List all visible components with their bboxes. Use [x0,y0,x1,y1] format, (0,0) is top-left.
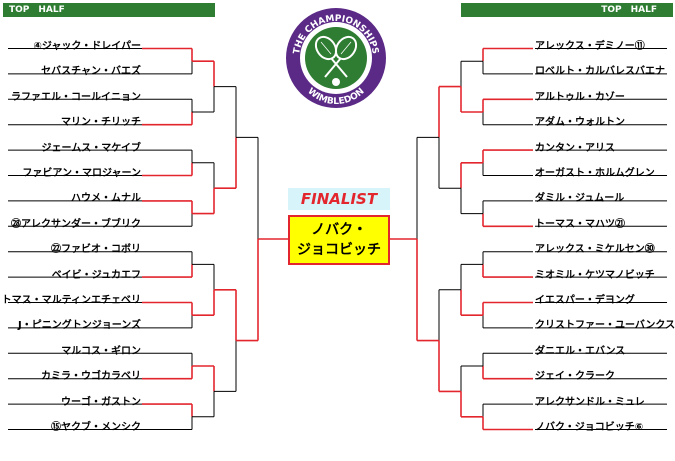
right-player-6: オーガスト・ホルムグレン [535,168,655,179]
right-player-7: ダミル・ジュムール [535,193,625,205]
left-player-4: マリン・チリッチ [61,117,141,129]
right-player-13: ダニエル・エバンス [535,345,626,357]
crossed-rackets-icon [314,35,358,78]
ball-icon [332,78,340,86]
left-player-5: ジェームス・マケイブ [41,142,142,154]
left-player-14: カミラ・ウゴカラベリ [41,371,141,383]
finalist-name-box: ノバク・ ジョコビッチ [288,215,390,265]
right-player-5: カンタン・アリス [535,142,615,154]
left-player-9: ㉒ファビオ・コボリ [51,244,141,256]
wimbledon-logo: THE CHAMPIONSHIPS WIMBLEDON [286,8,386,108]
right-player-15: アレクサンドル・ミュレ [535,396,645,408]
top-half-bar-right: TOP HALF [461,3,673,17]
right-player-14: ジェイ・クラーク [535,371,615,383]
left-player-7: ハウメ・ムナル [71,193,141,205]
left-player-10: ベイビ・ジュカエフ [51,269,141,281]
left-player-2: セバスチャン・バエズ [41,66,141,78]
left-player-13: マルコス・ギロン [61,345,141,357]
right-player-16: ノバク・ジョコビッチ⑥ [535,422,644,433]
right-player-3: アルトゥル・カゾー [535,91,625,103]
left-player-6: ファビアン・マロジャーン [22,168,141,179]
finalist-name-line2: ジョコビッチ [297,242,381,258]
right-player-1: アレックス・デミノー⑪ [535,41,645,52]
right-player-4: アダム・ウォルトン [535,117,625,129]
left-player-12: J・ピニングトンジョーンズ [17,320,141,332]
right-player-11: イエスパー・デヨング [535,295,635,306]
right-player-12: クリストファー・ユーバンクス [535,320,675,332]
left-player-3: ラファエル・コールイニョン [11,91,141,103]
right-player-8: トーマス・マハツ㉑ [535,218,625,230]
right-player-10: ミオミル・ケツマノビッチ [535,269,655,281]
top-half-bar-left: TOP HALF [3,3,215,17]
finalist-name-line1: ノバク・ [311,222,367,238]
left-player-8: ㉘アレクサンダー・ブブリク [11,218,141,230]
left-player-16: ⑮ヤクブ・メンシク [51,422,141,433]
left-player-15: ウーゴ・ガストン [61,396,141,408]
finalist-label: FINALIST [288,188,390,210]
left-player-1: ④ジャック・ドレイパー [33,41,141,52]
right-player-2: ロベルト・カルバレスバエナ [535,66,665,78]
left-player-11: トマス・マルティンエチェベリ [1,295,141,306]
right-player-9: アレックス・ミケルセン㉚ [535,244,655,256]
